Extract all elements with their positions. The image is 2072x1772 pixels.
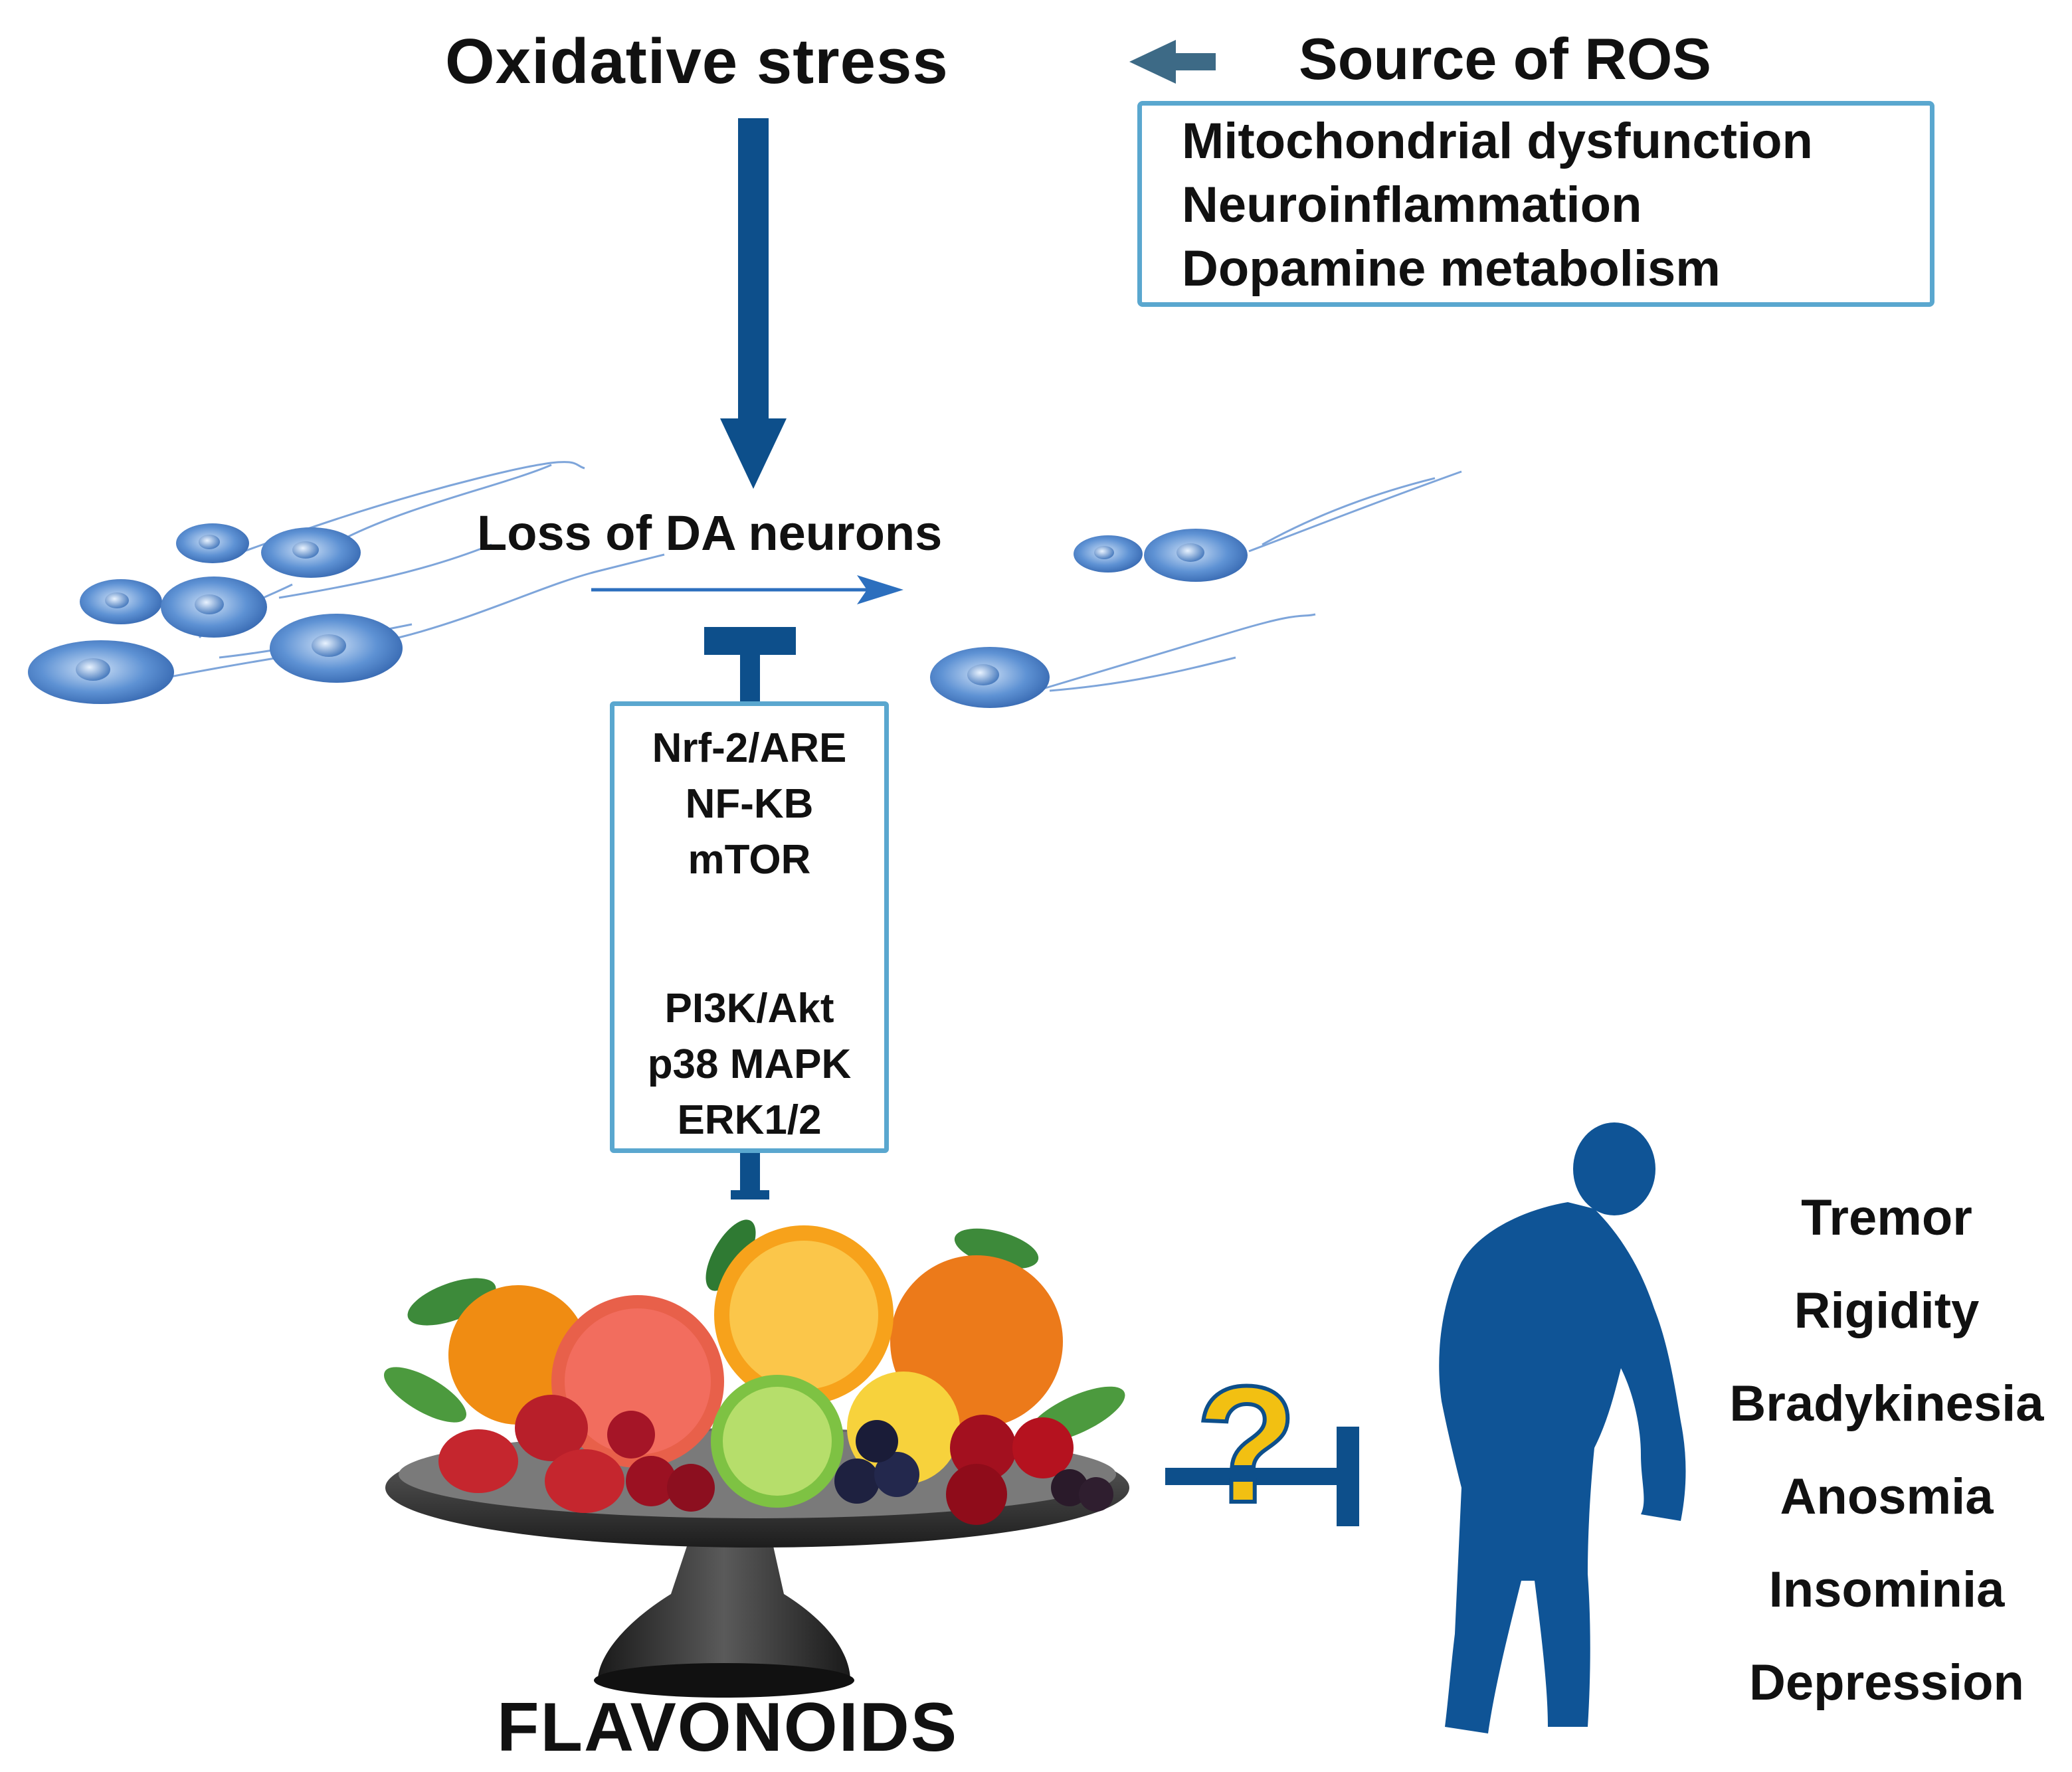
oxidative-stress-label: Oxidative stress <box>445 26 949 97</box>
ros-source-dopamine: Dopamine metabolism <box>1182 240 1721 297</box>
symptom-tremor: Tremor <box>1801 1190 1972 1246</box>
symptom-bradykinesia: Bradykinesia <box>1729 1375 2044 1432</box>
symptom-anosmia: Anosmia <box>1780 1468 1994 1525</box>
pathway-mtor: mTOR <box>688 837 811 883</box>
ros-sources-box: Mitochondrial dysfunction Neuroinflammat… <box>1137 101 1934 307</box>
pathway-erk12: ERK1/2 <box>677 1097 822 1143</box>
oxidative-to-loss-arrow <box>720 118 787 489</box>
pathway-p38-mapk: p38 MAPK <box>647 1041 852 1087</box>
symptom-rigidity: Rigidity <box>1794 1283 1980 1339</box>
pathway-nrf2-are: Nrf-2/ARE <box>652 725 847 771</box>
symptom-insominia: Insominia <box>1768 1561 2005 1618</box>
ros-source-neuroinflammation: Neuroinflammation <box>1182 177 1642 233</box>
neuron-cluster-left <box>28 461 665 704</box>
ros-to-oxidative-arrow <box>1129 40 1216 84</box>
flavonoids-label: FLAVONOIDS <box>497 1689 959 1766</box>
flavonoid-inhibition-arrow <box>1165 1427 1359 1526</box>
pathway-inhibition-bar <box>704 627 796 1199</box>
question-mark-icon: ? <box>1194 1352 1299 1537</box>
pathway-nf-kb: NF-KB <box>685 781 814 827</box>
ros-source-mitochondrial: Mitochondrial dysfunction <box>1182 113 1813 169</box>
signaling-pathways-box: Nrf-2/ARE NF-KB mTOR PI3K/Akt p38 MAPK E… <box>610 701 889 1153</box>
loss-progression-arrow <box>591 575 903 604</box>
pathway-pi3k-akt: PI3K/Akt <box>664 986 834 1031</box>
source-of-ros-title: Source of ROS <box>1299 26 1711 92</box>
patient-silhouette <box>1439 1122 1686 1733</box>
loss-of-da-neurons-label: Loss of DA neurons <box>477 505 943 561</box>
symptom-depression: Depression <box>1749 1654 2024 1711</box>
fruit-bowl-illustration <box>384 1219 1129 1698</box>
neuron-cluster-right <box>930 470 1462 708</box>
